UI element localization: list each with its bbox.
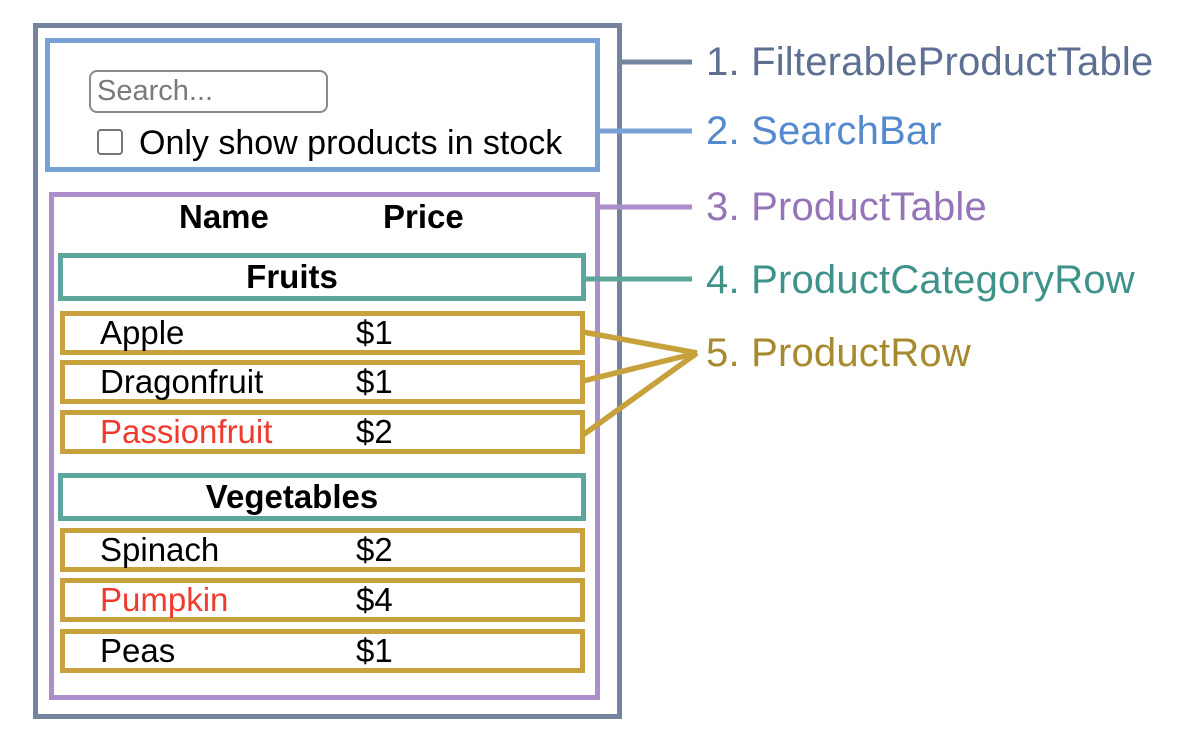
- product-row-pumpkin: Pumpkin $4: [60, 578, 585, 622]
- category-label: Vegetables: [205, 478, 379, 515]
- product-name: Apple: [100, 314, 185, 351]
- product-name-out-of-stock: Passionfruit: [100, 413, 273, 450]
- product-name: Spinach: [100, 531, 220, 568]
- search-bar-outline: [45, 38, 600, 172]
- product-name: Dragonfruit: [100, 363, 264, 400]
- product-price: $2: [356, 413, 393, 450]
- in-stock-checkbox-label: Only show products in stock: [139, 124, 563, 162]
- product-name-out-of-stock: Pumpkin: [100, 581, 229, 618]
- product-price: $1: [356, 314, 393, 351]
- search-input[interactable]: [89, 70, 328, 113]
- legend-item-filterable-product-table: 1. FilterableProductTable: [706, 40, 1154, 84]
- product-price: $1: [356, 632, 393, 669]
- name-column-header: Name: [179, 198, 269, 235]
- product-row-spinach: Spinach $2: [60, 528, 585, 572]
- product-price: $2: [356, 531, 393, 568]
- product-name: Peas: [100, 632, 176, 669]
- legend-item-product-row: 5. ProductRow: [706, 331, 971, 375]
- legend-item-product-table: 3. ProductTable: [706, 185, 987, 229]
- product-row-peas: Peas $1: [60, 629, 585, 673]
- product-price: $4: [356, 581, 393, 618]
- product-row-passionfruit: Passionfruit $2: [60, 410, 585, 454]
- category-label: Fruits: [246, 258, 338, 295]
- in-stock-checkbox[interactable]: [97, 129, 123, 155]
- product-price: $1: [356, 363, 393, 400]
- category-row-fruits: Fruits: [58, 253, 586, 301]
- product-table-outline: [49, 192, 600, 700]
- product-row-apple: Apple $1: [60, 311, 585, 355]
- legend-item-product-category-row: 4. ProductCategoryRow: [706, 258, 1135, 302]
- legend-item-search-bar: 2. SearchBar: [706, 109, 942, 153]
- category-row-vegetables: Vegetables: [58, 473, 586, 521]
- price-column-header: Price: [383, 198, 464, 235]
- product-row-dragonfruit: Dragonfruit $1: [60, 360, 585, 404]
